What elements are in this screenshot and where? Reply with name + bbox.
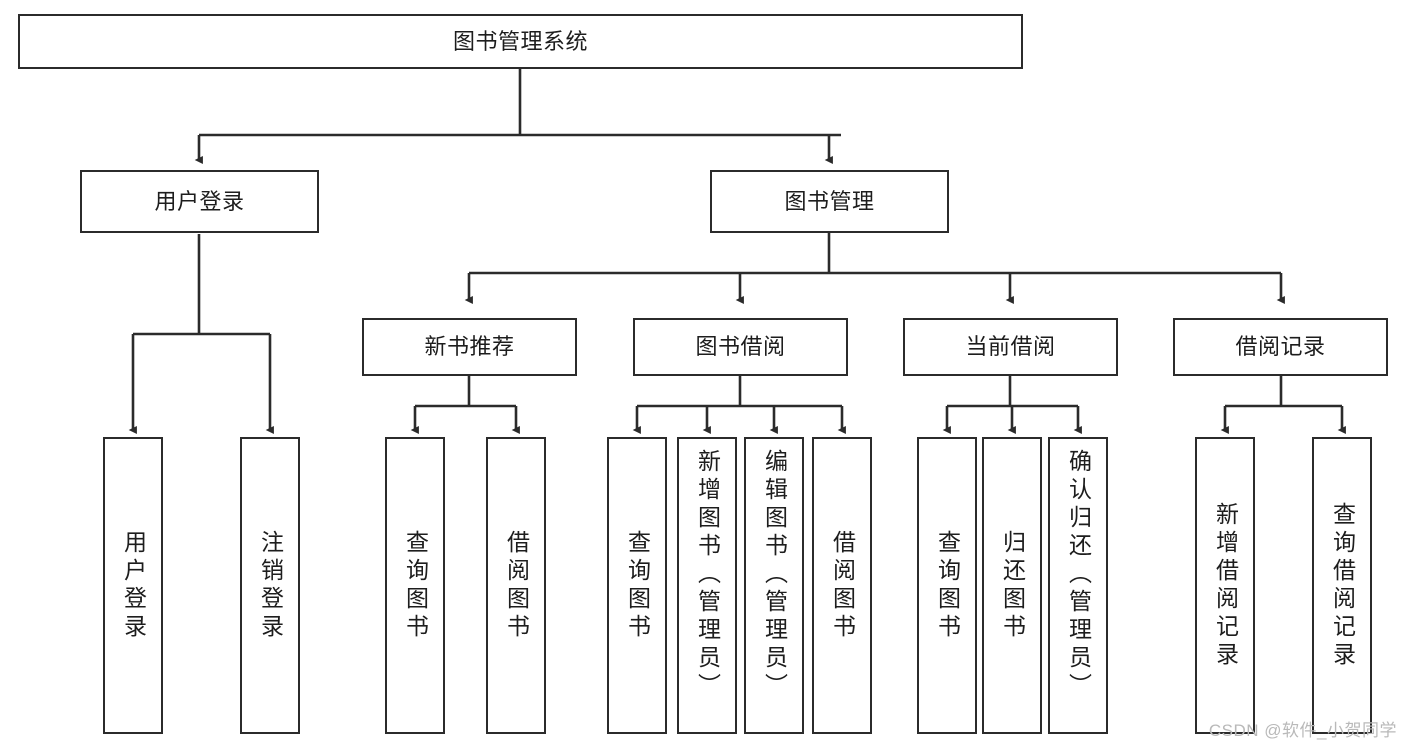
connector-book-manage-to-level3 [464, 233, 1285, 305]
node-root-system[interactable]: 图书管理系统 [18, 14, 1023, 69]
node-user-login[interactable]: 用户登录 [80, 170, 319, 233]
connector-book-borrow-to-leaves [632, 376, 846, 435]
node-leaf-borrow-book-label: 借阅图书 [829, 529, 856, 642]
node-leaf-user-login-label: 用户登录 [120, 529, 147, 642]
connector-borrow-record-to-leaves [1220, 376, 1346, 435]
node-current-borrow[interactable]: 当前借阅 [903, 318, 1118, 376]
node-leaf-confirm-return-admin[interactable]: 确认归还（管理员） [1048, 437, 1108, 734]
node-leaf-borrow-book-recommend[interactable]: 借阅图书 [486, 437, 546, 734]
node-book-manage-label: 图书管理 [784, 188, 875, 214]
node-leaf-query-book-current-label: 查询图书 [934, 529, 961, 642]
node-book-borrow[interactable]: 图书借阅 [633, 318, 848, 376]
node-borrow-record-label: 借阅记录 [1235, 334, 1326, 360]
node-user-login-label: 用户登录 [154, 188, 245, 214]
connector-current-borrow-to-leaves [942, 376, 1082, 435]
node-leaf-query-book-recommend[interactable]: 查询图书 [385, 437, 445, 734]
node-book-manage[interactable]: 图书管理 [710, 170, 949, 233]
node-current-borrow-label: 当前借阅 [965, 334, 1056, 360]
node-leaf-logout[interactable]: 注销登录 [240, 437, 300, 734]
connector-root-to-level2 [194, 69, 841, 165]
node-leaf-add-borrow-record-label: 新增借阅记录 [1212, 501, 1239, 670]
node-borrow-record[interactable]: 借阅记录 [1173, 318, 1388, 376]
node-leaf-borrow-book[interactable]: 借阅图书 [812, 437, 872, 734]
node-leaf-logout-label: 注销登录 [257, 529, 284, 642]
node-new-book-recommend-label: 新书推荐 [424, 334, 515, 360]
node-leaf-user-login[interactable]: 用户登录 [103, 437, 163, 734]
node-new-book-recommend[interactable]: 新书推荐 [362, 318, 577, 376]
node-leaf-query-borrow-record[interactable]: 查询借阅记录 [1312, 437, 1372, 734]
node-leaf-edit-book-admin-label: 编辑图书（管理员） [761, 449, 788, 701]
node-leaf-edit-book-admin[interactable]: 编辑图书（管理员） [744, 437, 804, 734]
connector-new-book-to-leaves [410, 376, 520, 435]
node-leaf-query-book-current[interactable]: 查询图书 [917, 437, 977, 734]
connector-user-login-to-leaves [128, 234, 274, 435]
node-leaf-return-book-label: 归还图书 [999, 529, 1026, 642]
node-leaf-query-book-borrow[interactable]: 查询图书 [607, 437, 667, 734]
node-leaf-add-book-admin[interactable]: 新增图书（管理员） [677, 437, 737, 734]
node-leaf-return-book[interactable]: 归还图书 [982, 437, 1042, 734]
node-leaf-query-borrow-record-label: 查询借阅记录 [1329, 501, 1356, 670]
node-leaf-add-borrow-record[interactable]: 新增借阅记录 [1195, 437, 1255, 734]
node-root-system-label: 图书管理系统 [452, 28, 588, 54]
node-leaf-confirm-return-admin-label: 确认归还（管理员） [1065, 449, 1092, 701]
node-leaf-query-book-recommend-label: 查询图书 [402, 529, 429, 642]
node-book-borrow-label: 图书借阅 [695, 334, 786, 360]
node-leaf-borrow-book-recommend-label: 借阅图书 [503, 529, 530, 642]
node-leaf-query-book-borrow-label: 查询图书 [624, 529, 651, 642]
node-leaf-add-book-admin-label: 新增图书（管理员） [694, 449, 721, 701]
